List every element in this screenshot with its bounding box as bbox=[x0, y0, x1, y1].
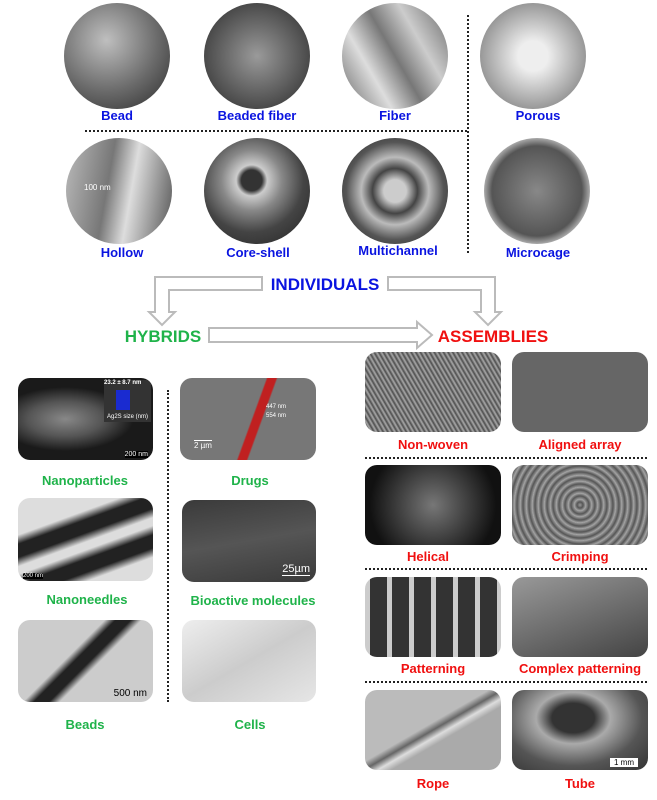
scale-bar: 25µm bbox=[282, 563, 310, 576]
drugs-image: 447 nm 554 nm 2 µm bbox=[180, 378, 316, 460]
arrow-to-assemblies bbox=[387, 276, 504, 327]
label-crimping: Crimping bbox=[551, 549, 609, 564]
nanoneedles-image: 200 nm bbox=[18, 498, 153, 581]
title-hybrids: HYBRIDS bbox=[124, 327, 202, 346]
label-beaded-fiber: Beaded fiber bbox=[217, 108, 297, 123]
diameter-label: 447 nm bbox=[266, 404, 287, 410]
label-drugs: Drugs bbox=[231, 473, 269, 488]
label-helical: Helical bbox=[407, 549, 449, 564]
fiber-image bbox=[342, 3, 448, 109]
title-assemblies: ASSEMBLIES bbox=[437, 327, 549, 346]
scale-bar: 500 nm bbox=[113, 688, 147, 699]
arrow-to-hybrids bbox=[146, 276, 263, 327]
divider-assemblies bbox=[365, 457, 647, 459]
size-histogram-inset: 23.2 ± 8.7 nm Ag2S size (nm) bbox=[104, 380, 151, 422]
complex-patterning-image bbox=[512, 577, 648, 657]
label-aligned-array: Aligned array bbox=[538, 437, 622, 452]
core-shell-image bbox=[204, 138, 310, 244]
label-hollow: Hollow bbox=[100, 245, 144, 260]
title-individuals: INDIVIDUALS bbox=[270, 275, 380, 294]
label-microcage: Microcage bbox=[505, 245, 571, 260]
scale-bar: 2 µm bbox=[194, 440, 212, 450]
rope-image bbox=[365, 690, 501, 770]
cells-image bbox=[182, 620, 316, 702]
label-nanoneedles: Nanoneedles bbox=[46, 592, 128, 607]
label-non-woven: Non-woven bbox=[397, 437, 469, 452]
label-complex-patterning: Complex patterning bbox=[518, 661, 642, 676]
label-core-shell: Core-shell bbox=[226, 245, 290, 260]
bioactive-molecules-image: 25µm bbox=[182, 500, 316, 582]
label-rope: Rope bbox=[416, 776, 450, 791]
multichannel-image bbox=[342, 138, 448, 244]
microcage-image bbox=[484, 138, 590, 244]
label-nanoparticles: Nanoparticles bbox=[42, 473, 128, 488]
non-woven-image bbox=[365, 352, 501, 432]
scale-bar: 200 nm bbox=[124, 451, 148, 458]
label-bead: Bead bbox=[101, 108, 133, 123]
flow-arrows bbox=[146, 276, 504, 350]
nanoparticles-image: 23.2 ± 8.7 nm Ag2S size (nm) 200 nm bbox=[18, 378, 153, 460]
scale-bar: 1 mm bbox=[610, 758, 638, 767]
label-fiber: Fiber bbox=[379, 108, 411, 123]
label-tube: Tube bbox=[564, 776, 596, 791]
label-multichannel: Multichannel bbox=[358, 243, 438, 258]
scale-bar: 200 nm bbox=[23, 573, 44, 579]
label-bioactive-molecules: Bioactive molecules bbox=[190, 593, 316, 608]
bead-image bbox=[64, 3, 170, 109]
divider-assemblies bbox=[365, 568, 647, 570]
divider-assemblies bbox=[365, 681, 647, 683]
label-patterning: Patterning bbox=[400, 661, 466, 676]
histogram-bars bbox=[116, 390, 130, 410]
crimping-image bbox=[512, 465, 648, 545]
helical-image bbox=[365, 465, 501, 545]
inset-axis-label: Ag2S size (nm) bbox=[107, 414, 149, 420]
tube-image: 1 mm bbox=[512, 690, 648, 770]
divider-horizontal bbox=[85, 130, 467, 132]
label-beads: Beads bbox=[65, 717, 105, 732]
aligned-array-image bbox=[512, 352, 648, 432]
label-porous: Porous bbox=[515, 108, 561, 123]
hollow-image: 100 nm bbox=[66, 138, 172, 244]
beaded-fiber-image bbox=[204, 3, 310, 109]
divider-vertical bbox=[467, 15, 469, 253]
porous-image bbox=[480, 3, 586, 109]
inset-mean: 23.2 ± 8.7 nm bbox=[104, 380, 142, 386]
divider-hybrids bbox=[167, 390, 169, 702]
patterning-image bbox=[365, 577, 501, 657]
arrow-hybrids-to-assemblies bbox=[208, 319, 434, 350]
label-cells: Cells bbox=[234, 717, 266, 732]
beads-image: 500 nm bbox=[18, 620, 153, 702]
diameter-label: 554 nm bbox=[266, 413, 287, 419]
